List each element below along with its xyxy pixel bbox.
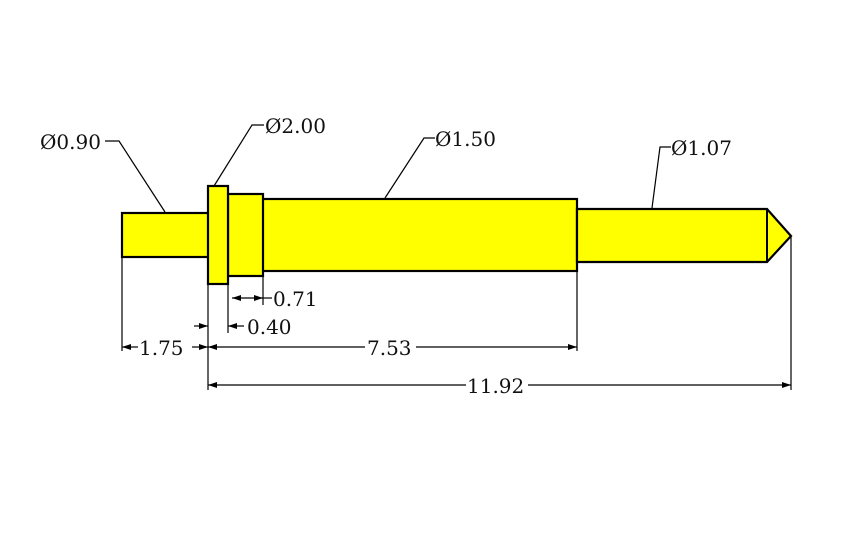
leader-tip bbox=[105, 140, 166, 213]
diameter-tip-label: Ø0.90 bbox=[40, 130, 101, 154]
collar-section bbox=[206, 184, 230, 286]
dim-overall-length-label: 11.92 bbox=[467, 374, 524, 398]
diameter-barrel-label: Ø1.50 bbox=[435, 127, 496, 151]
leader-lines bbox=[105, 124, 671, 213]
leader-barrel bbox=[384, 137, 435, 199]
pin-body bbox=[120, 184, 793, 286]
barrel-section bbox=[260, 197, 579, 273]
diameter-collar-label: Ø2.00 bbox=[265, 114, 326, 138]
dim-tip-length-label: 1.75 bbox=[139, 336, 184, 360]
plunger-section bbox=[575, 207, 793, 264]
tip-section bbox=[120, 211, 211, 259]
extension-lines bbox=[121, 237, 792, 390]
dim-step-width-label: 0.71 bbox=[273, 287, 318, 311]
leader-plunger bbox=[651, 146, 671, 209]
dim-collar-width-label: 0.40 bbox=[247, 315, 292, 339]
dim-body-length-label: 7.53 bbox=[367, 336, 412, 360]
leader-collar bbox=[213, 124, 264, 187]
step-section bbox=[226, 192, 265, 278]
diameter-plunger-label: Ø1.07 bbox=[671, 136, 732, 160]
